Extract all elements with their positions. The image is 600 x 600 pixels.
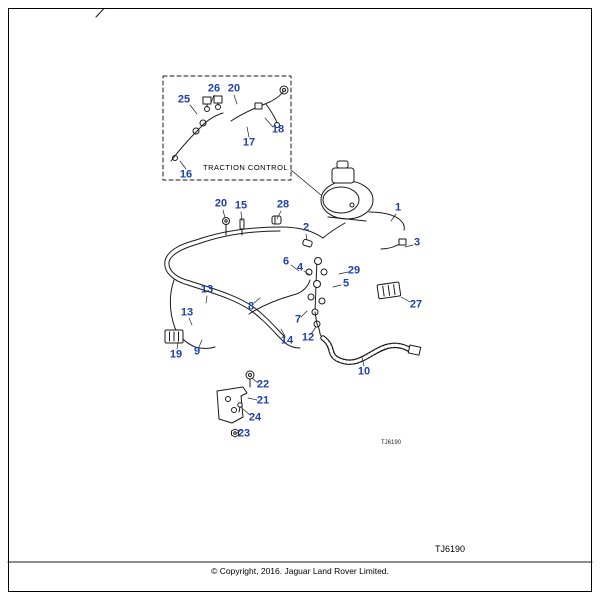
callout-8: 8 [247,300,255,313]
callout-leaders [176,94,414,435]
callout-16: 16 [179,168,193,181]
mounting-bracket [216,370,255,438]
brake-booster [320,160,374,222]
flexible-hose [316,323,422,365]
callout-29: 29 [347,264,361,277]
callout-15: 15 [234,199,248,212]
callout-10: 10 [357,365,371,378]
callout-27: 27 [409,298,423,311]
callout-26: 26 [207,82,221,95]
callout-20: 20 [214,197,228,210]
callout-5: 5 [342,277,350,290]
drawing-code-small: TJ6190 [381,440,402,446]
drawing-code: TJ6190 [434,544,466,554]
callout-24: 24 [248,411,262,424]
callout-13: 13 [180,306,194,319]
callout-18: 18 [271,123,285,136]
callout-6: 6 [282,255,290,268]
callout-19: 19 [169,348,183,361]
callout-17: 17 [242,136,256,149]
callout-3: 3 [413,236,421,249]
callout-20: 20 [227,82,241,95]
pipe-clip-27 [376,281,402,300]
callout-21: 21 [256,394,270,407]
callout-1: 1 [394,201,402,214]
pipe-clip-28 [271,215,282,225]
callout-22: 22 [256,378,270,391]
pipe-fittings [222,217,313,248]
callout-28: 28 [276,198,290,211]
brake-pipes [164,211,407,349]
callout-9: 9 [193,345,201,358]
callout-7: 7 [294,313,302,326]
callout-13: 13 [200,283,214,296]
callout-14: 14 [280,334,294,347]
callout-2: 2 [302,221,310,234]
pipe-clip-19 [164,329,184,344]
callout-25: 25 [177,93,191,106]
copyright-notice: © Copyright, 2016. Jaguar Land Rover Lim… [211,566,389,576]
traction-control-label: TRACTION CONTROL [203,163,289,172]
callout-12: 12 [301,331,315,344]
callout-23: 23 [237,427,251,440]
valve-union-cluster [305,257,328,328]
corner-tick [95,8,105,18]
traction-control-inset [162,75,322,196]
callout-4: 4 [296,261,304,274]
